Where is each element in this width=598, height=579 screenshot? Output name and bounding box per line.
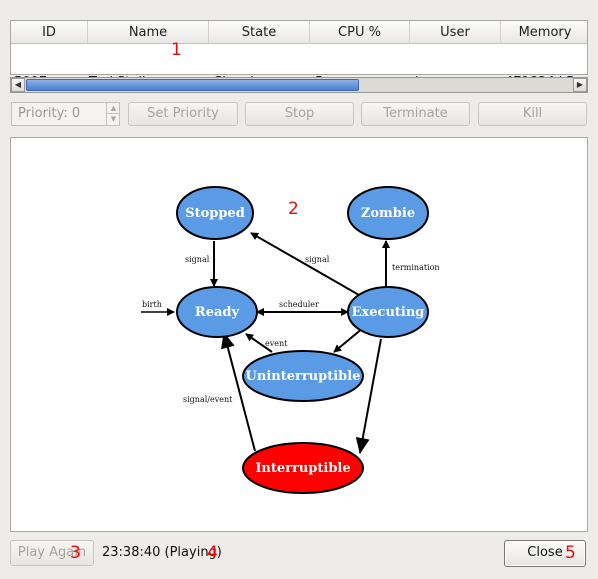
status-text: 23:38:40 (Playing) [102, 545, 222, 560]
set-priority-button[interactable]: Set Priority [128, 102, 238, 126]
edge-label-event: event [265, 339, 288, 348]
scroll-right-arrow-icon[interactable]: ▶ [573, 78, 587, 92]
stepper-down-icon[interactable]: ▼ [110, 115, 117, 123]
close-button[interactable]: Close [504, 540, 586, 567]
edge-label-birth: birth [142, 300, 162, 309]
scrollbar-thumb[interactable] [26, 79, 359, 91]
marker-label: 2 [288, 199, 299, 219]
node-label-interruptible: Interruptible [255, 461, 350, 476]
stop-button[interactable]: Stop [245, 102, 354, 126]
edge-label-scheduler: scheduler [279, 300, 319, 309]
stepper-up-icon[interactable]: ▲ [107, 103, 120, 114]
node-executing [347, 286, 429, 338]
marker-label: 5 [565, 543, 576, 563]
node-uninterruptible [242, 350, 364, 402]
column-header-name[interactable]: Name [88, 21, 209, 44]
state-diagram-canvas: Stopped Zombie Ready Executing Uninterru… [10, 137, 588, 532]
node-label-stopped: Stopped [185, 206, 245, 221]
edge-interruptible-ready [221, 332, 256, 452]
priority-spinner[interactable]: Priority: 0 ▲ ▼ [11, 102, 120, 126]
marker-label: 3 [70, 543, 81, 563]
edge-label-signal: signal [305, 255, 330, 264]
edge-uninterruptible-ready [245, 333, 273, 353]
table-header: ID Name State CPU % User Memory [11, 21, 587, 44]
priority-value: Priority: 0 [18, 106, 81, 121]
edge-executing-uninterruptible [333, 327, 364, 353]
play-again-button[interactable]: Play Again [10, 540, 94, 566]
column-header-id[interactable]: ID [11, 21, 88, 44]
node-interruptible [242, 442, 364, 494]
terminate-button[interactable]: Terminate [361, 102, 470, 126]
node-label-executing: Executing [352, 305, 425, 320]
process-state-diagram: Stopped Zombie Ready Executing Uninterru… [141, 186, 440, 494]
marker-label: 4 [207, 543, 218, 563]
edge-executing-interruptible [355, 338, 382, 454]
marker-label: 1 [171, 40, 182, 60]
column-header-memory[interactable]: Memory [518, 25, 572, 40]
edge-executing-stopped [250, 232, 360, 296]
node-label-uninterruptible: Uninterruptible [246, 369, 361, 384]
node-label-zombie: Zombie [361, 206, 415, 221]
node-ready [176, 286, 258, 338]
horizontal-scrollbar[interactable]: ◀ ▶ [10, 77, 588, 93]
kill-button[interactable]: Kill [478, 102, 587, 126]
process-table: ID Name State CPU % User Memory 5007 Tas… [10, 20, 588, 90]
edge-label-termination: termination [392, 263, 440, 272]
node-zombie [347, 186, 429, 240]
edge-label-signal-event: signal/event [183, 395, 233, 404]
table-row[interactable]: 5007 TaskStalker Sleeping 5 jay 471824 k… [11, 44, 587, 90]
priority-stepper: ▲ ▼ [106, 103, 120, 125]
edge-label-signal: signal [185, 255, 210, 264]
column-header-user[interactable]: User [410, 21, 501, 44]
node-stopped [176, 186, 254, 240]
node-label-ready: Ready [195, 305, 240, 320]
column-header-state[interactable]: State [209, 21, 310, 44]
column-header-cpu[interactable]: CPU % [310, 21, 410, 44]
scroll-left-arrow-icon[interactable]: ◀ [11, 78, 25, 92]
